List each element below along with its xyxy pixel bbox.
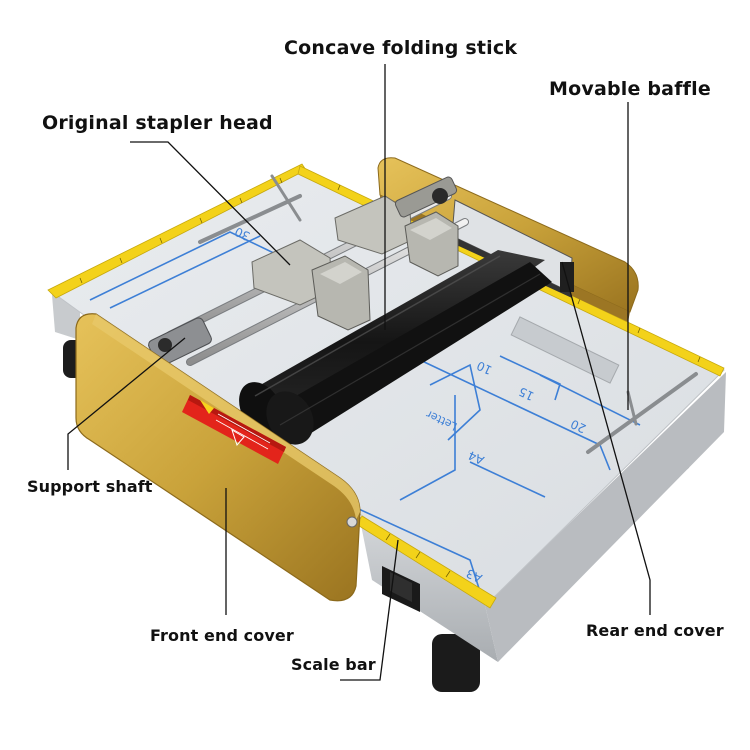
label-rear-end-cover: Rear end cover: [586, 621, 724, 640]
label-support-shaft: Support shaft: [27, 477, 153, 496]
table-slot: [510, 316, 620, 384]
marking-15: 15: [517, 384, 537, 403]
marking-20: 20: [568, 417, 588, 436]
original-stapler-head: [148, 176, 459, 367]
leader-rear-end-cover: [561, 261, 651, 615]
callout-lines: [67, 64, 651, 681]
front-end-cover: [75, 313, 361, 602]
label-scale-bar: Scale bar: [291, 655, 376, 674]
stapler-mechanism-top: [394, 176, 458, 218]
power-switch: [382, 566, 420, 612]
label-original-stapler-head: Original stapler head: [42, 112, 273, 134]
label-movable-baffle: Movable baffle: [549, 78, 711, 100]
marking-30: 30: [233, 224, 253, 243]
label-concave-folding-stick: Concave folding stick: [284, 37, 518, 59]
warning-label: [182, 395, 286, 464]
leader-support-shaft: [67, 337, 186, 470]
label-front-end-cover: Front end cover: [150, 626, 294, 645]
side-guide-rods: [198, 174, 698, 454]
stapler-head-left: [251, 239, 371, 331]
marking-a3: A3: [464, 566, 484, 585]
marking-10: 10: [475, 358, 495, 377]
marking-a4: A4: [466, 448, 486, 467]
concave-folding-stick: [239, 250, 552, 445]
leader-scale-bar: [340, 539, 399, 681]
cover-screw: [346, 516, 358, 528]
leader-original-stapler-head: [130, 141, 291, 266]
stapler-head-right: [334, 195, 459, 277]
